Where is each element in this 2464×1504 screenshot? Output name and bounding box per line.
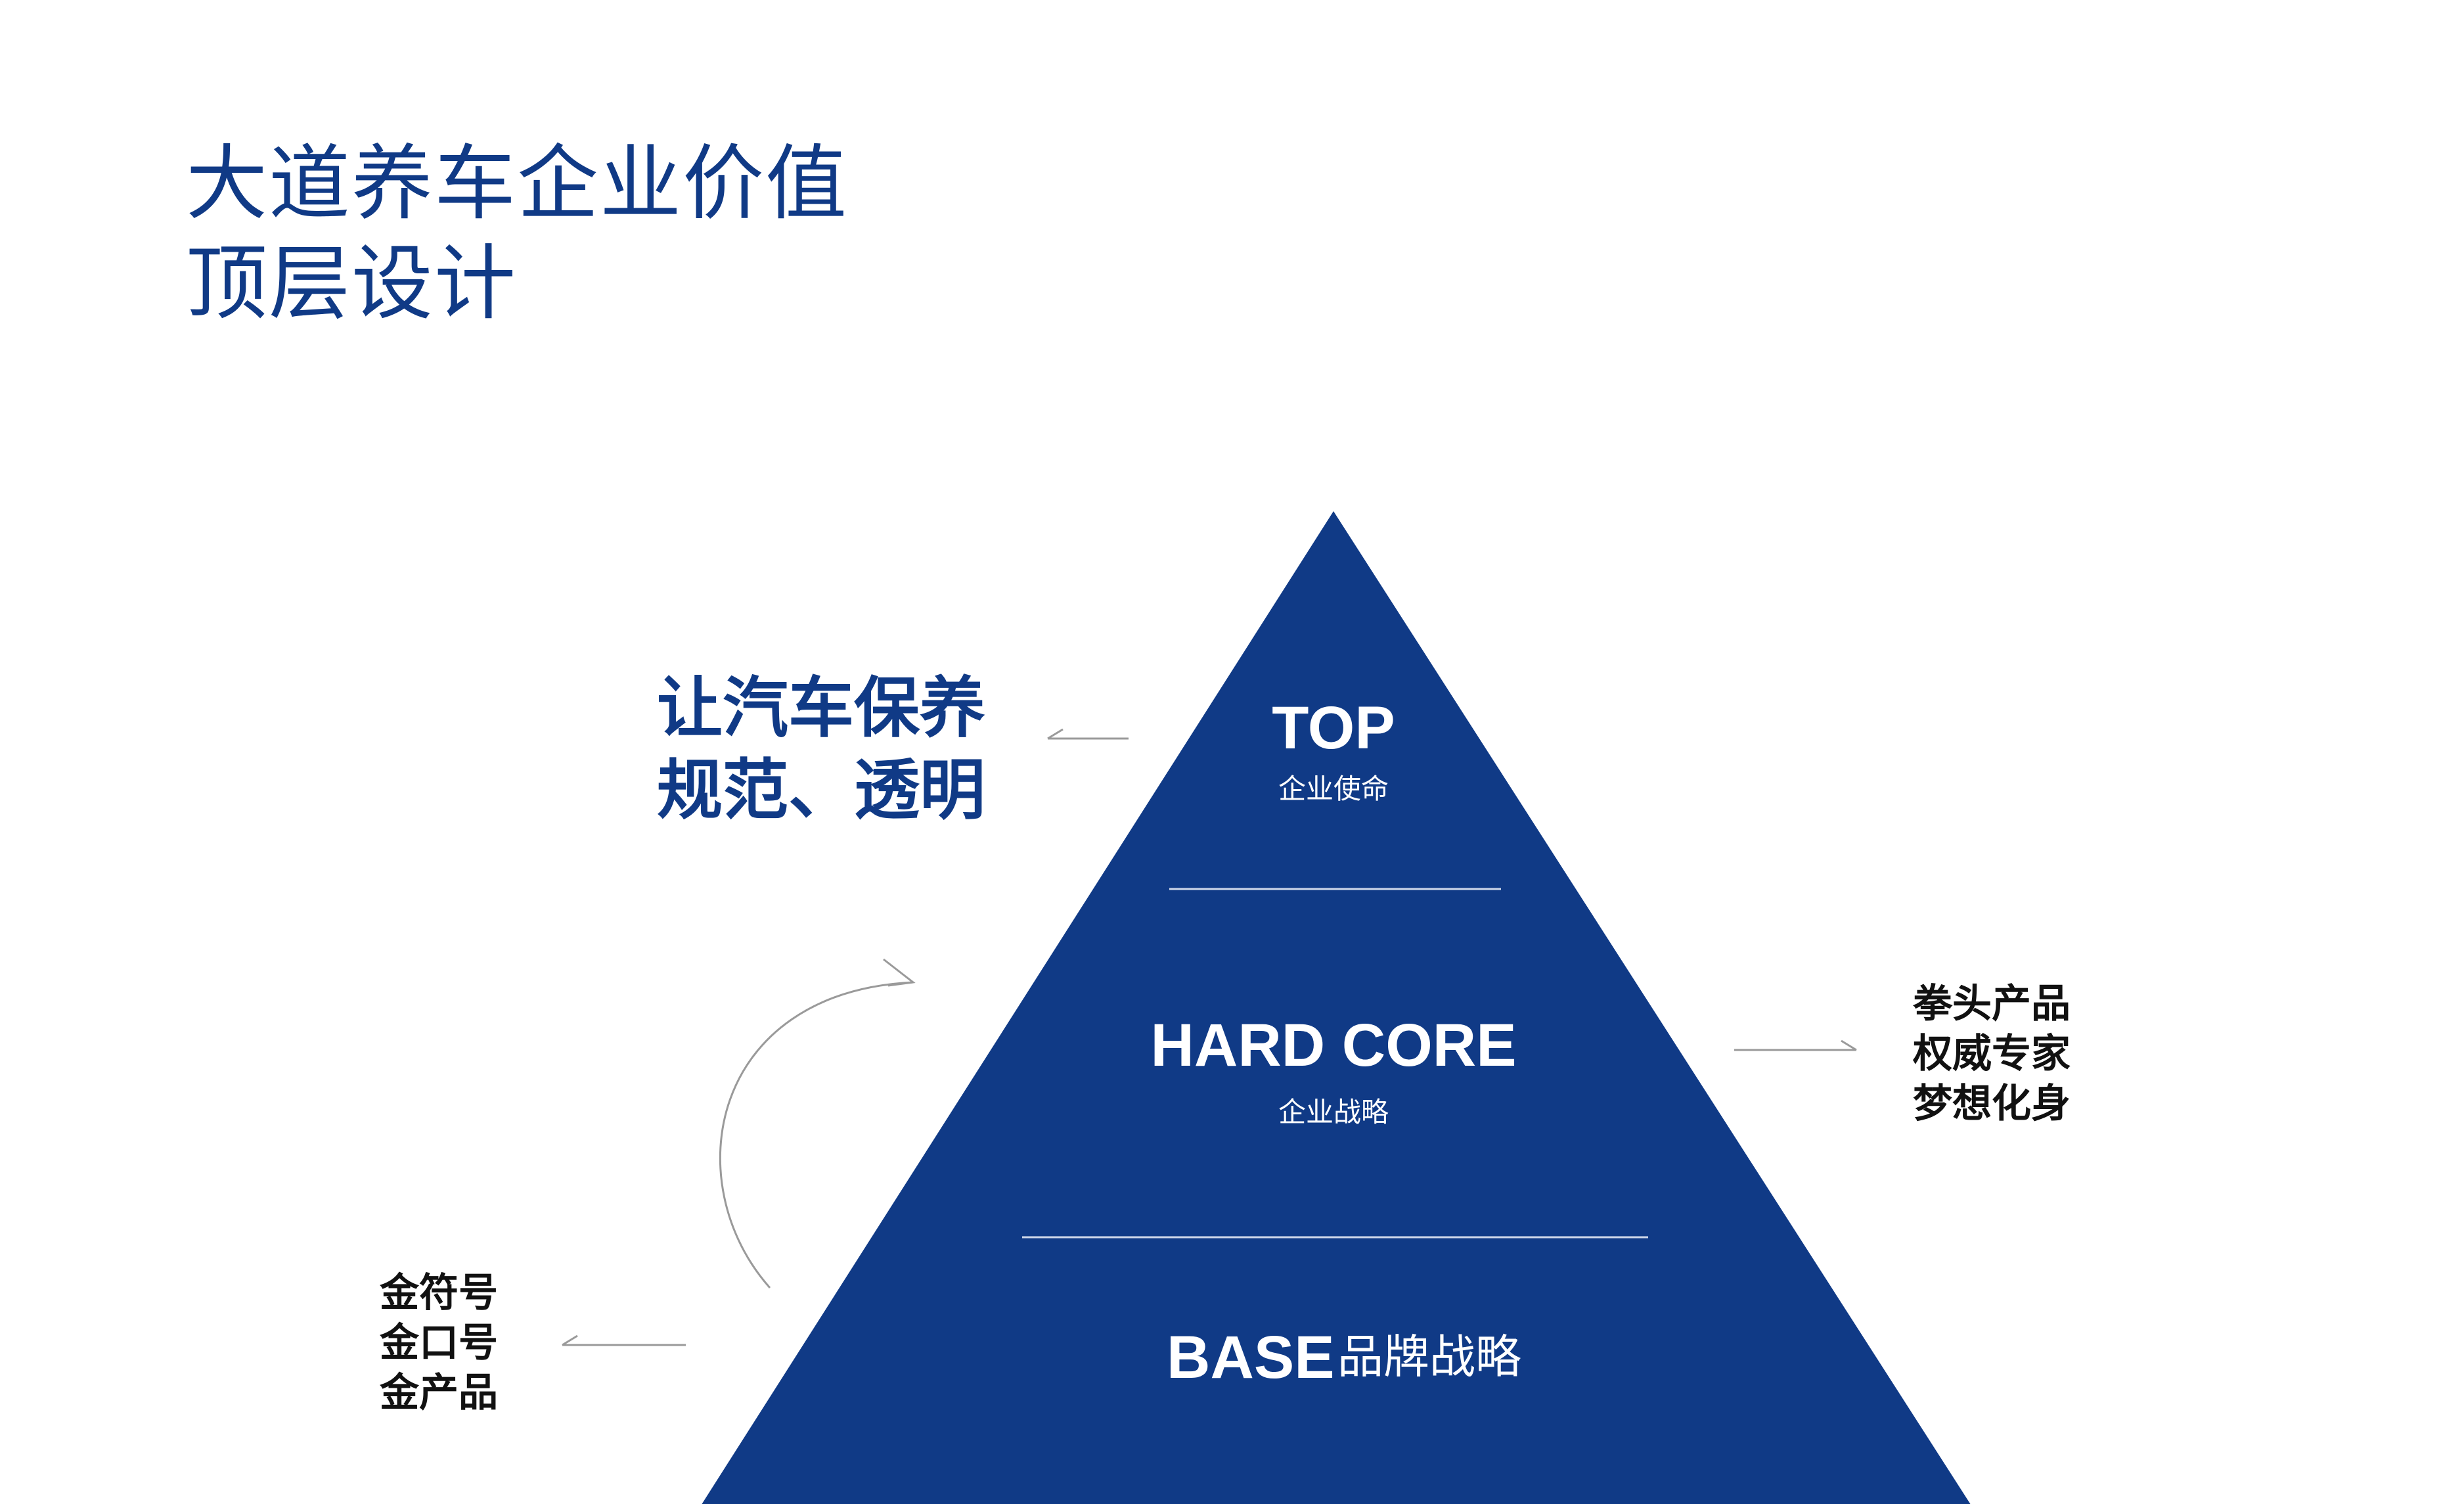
tier-top-title: TOP bbox=[1272, 695, 1395, 762]
mission-callout: 让汽车保养 规范、透明 bbox=[657, 667, 985, 831]
brand-callout-line: 金口号 bbox=[380, 1320, 498, 1367]
pyramid-shape bbox=[702, 511, 1971, 1504]
strategy-callout: 拳头产品 权威专家 梦想化身 bbox=[1913, 979, 2071, 1129]
strategy-callout-line: 拳头产品 bbox=[1913, 981, 2071, 1027]
tier-top-subtitle: 企业使命 bbox=[1278, 773, 1389, 805]
mission-callout-line: 规范、透明 bbox=[657, 752, 985, 829]
mission-arrow bbox=[1047, 728, 1129, 740]
brand-callout-line: 金产品 bbox=[380, 1370, 498, 1417]
strategy-callout-line: 梦想化身 bbox=[1913, 1081, 2071, 1128]
page-title-line-2: 顶层设计 bbox=[186, 237, 518, 331]
page-title-line-1: 大道养车企业价值 bbox=[186, 137, 849, 231]
tier-hard-core-title: HARD CORE bbox=[1150, 1012, 1517, 1079]
cycle-arrow bbox=[719, 958, 916, 1288]
brand-arrow bbox=[562, 1334, 686, 1346]
tier-base-title: BASE bbox=[1167, 1324, 1335, 1391]
tier-base-subtitle: 品牌战略 bbox=[1337, 1330, 1521, 1384]
brand-callout-line: 金符号 bbox=[380, 1270, 498, 1316]
strategy-callout-line: 权威专家 bbox=[1913, 1031, 2071, 1078]
mission-callout-line: 让汽车保养 bbox=[657, 670, 985, 746]
tier-hard-core-subtitle: 企业战略 bbox=[1278, 1096, 1389, 1128]
brand-callout: 金符号 金口号 金产品 bbox=[380, 1268, 498, 1419]
strategy-arrow bbox=[1734, 1039, 1857, 1051]
